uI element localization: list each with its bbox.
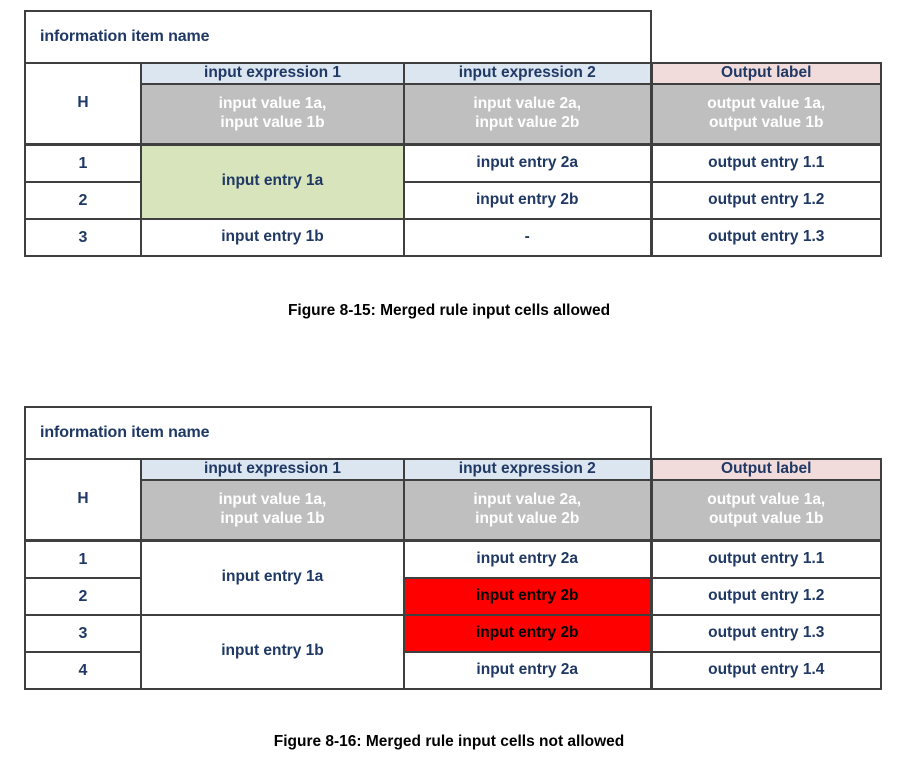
input-values-2-cell[interactable]: input value 2a, input value 2b xyxy=(403,478,653,542)
hit-policy-cell[interactable]: H xyxy=(24,61,142,146)
input-entry-2-error-cell[interactable]: input entry 2b xyxy=(403,613,653,653)
input-expression-1-header[interactable]: input expression 1 xyxy=(140,62,405,85)
input-values-2-cell[interactable]: input value 2a, input value 2b xyxy=(403,82,653,146)
header-row: H input expression 1 input expression 2 … xyxy=(24,457,882,542)
header-row: H input expression 1 input expression 2 … xyxy=(24,61,882,146)
input-entry-2-error-cell[interactable]: input entry 2b xyxy=(403,576,653,616)
input-entry-2-cell[interactable]: - xyxy=(403,217,653,257)
name-box-row: information item name xyxy=(24,406,881,460)
rule-number-cell[interactable]: 2 xyxy=(24,576,142,616)
values-row: input value 1a, input value 1b input val… xyxy=(25,478,882,542)
figure-caption: Figure 8-15: Merged rule input cells all… xyxy=(287,302,611,319)
rule-number-cell[interactable]: 1 xyxy=(24,142,142,183)
input-entry-1-cell[interactable]: input entry 1b xyxy=(140,217,405,257)
table-row: 3 input entry 1b input entry 2b output e… xyxy=(24,613,882,690)
output-entry-cell[interactable]: output entry 1.1 xyxy=(649,142,882,183)
input-entry-2-cell[interactable]: input entry 2b xyxy=(403,180,653,220)
name-box-row: information item name xyxy=(24,10,881,64)
rule-number-cell[interactable]: 1 xyxy=(24,538,142,579)
input-expression-1-header[interactable]: input expression 1 xyxy=(140,458,405,481)
name-box-spacer xyxy=(651,11,881,63)
table-row: 2 input entry 2b output entry 1.2 xyxy=(24,576,882,616)
merged-input-entry-1a-cell[interactable]: input entry 1a xyxy=(140,142,405,220)
merged-input-entry-1a-cell[interactable]: input entry 1a xyxy=(140,538,405,616)
output-entry-cell[interactable]: output entry 1.4 xyxy=(649,650,882,690)
output-values-cell[interactable]: output value 1a, output value 1b xyxy=(649,82,882,146)
input-entry-2-cell[interactable]: input entry 2a xyxy=(403,142,653,183)
decision-table-2: information item name H input expression… xyxy=(24,406,882,690)
output-entry-cell[interactable]: output entry 1.3 xyxy=(649,217,882,257)
rule-number-cell[interactable]: 3 xyxy=(24,217,142,257)
input-expression-2-header[interactable]: input expression 2 xyxy=(403,458,653,481)
merged-input-entry-1b-cell[interactable]: input entry 1b xyxy=(140,613,405,690)
output-values-cell[interactable]: output value 1a, output value 1b xyxy=(649,478,882,542)
table-row: 3 input entry 1b - output entry 1.3 xyxy=(24,217,882,257)
table-row: 1 input entry 1a input entry 2a output e… xyxy=(24,538,882,616)
information-item-name[interactable]: information item name xyxy=(24,10,652,64)
table-row: 4 input entry 2a output entry 1.4 xyxy=(24,650,882,690)
input-values-1-cell[interactable]: input value 1a, input value 1b xyxy=(140,478,405,542)
input-values-1-cell[interactable]: input value 1a, input value 1b xyxy=(140,82,405,146)
table-row: 1 input entry 1a input entry 2a output e… xyxy=(24,142,882,220)
input-entry-2-cell[interactable]: input entry 2a xyxy=(403,650,653,690)
rule-number-cell[interactable]: 3 xyxy=(24,613,142,653)
output-entry-cell[interactable]: output entry 1.2 xyxy=(649,180,882,220)
input-expression-2-header[interactable]: input expression 2 xyxy=(403,62,653,85)
name-box-spacer xyxy=(651,407,881,459)
output-entry-cell[interactable]: output entry 1.1 xyxy=(649,538,882,579)
decision-table-1: information item name H input expression… xyxy=(24,10,882,257)
table-row: 2 input entry 2b output entry 1.2 xyxy=(24,180,882,220)
hit-policy-cell[interactable]: H xyxy=(24,457,142,542)
figure-caption: Figure 8-16: Merged rule input cells not… xyxy=(273,733,625,750)
output-entry-cell[interactable]: output entry 1.2 xyxy=(649,576,882,616)
rule-number-cell[interactable]: 2 xyxy=(24,180,142,220)
output-label-header[interactable]: Output label xyxy=(649,62,882,85)
information-item-name[interactable]: information item name xyxy=(24,406,652,460)
rule-number-cell[interactable]: 4 xyxy=(24,650,142,690)
values-row: input value 1a, input value 1b input val… xyxy=(25,82,882,146)
input-entry-2-cell[interactable]: input entry 2a xyxy=(403,538,653,579)
output-label-header[interactable]: Output label xyxy=(649,458,882,481)
output-entry-cell[interactable]: output entry 1.3 xyxy=(649,613,882,653)
